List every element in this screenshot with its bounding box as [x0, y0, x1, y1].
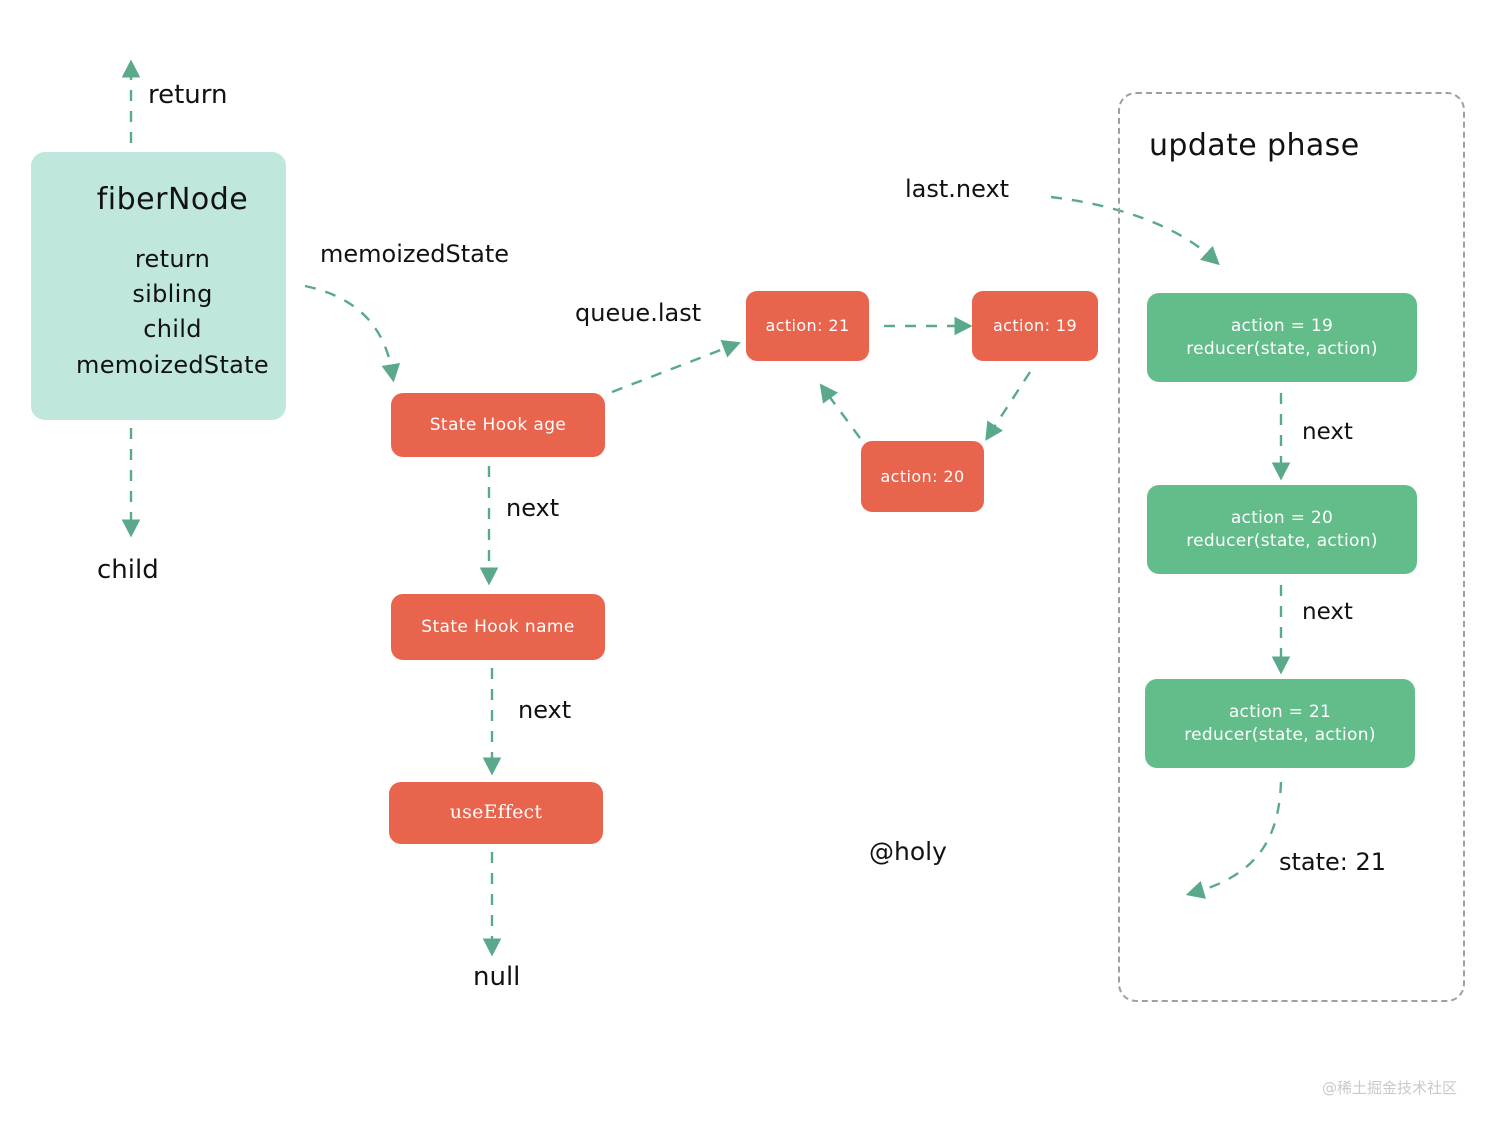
reducer-box-20: action = 20 reducer(state, action)	[1147, 485, 1417, 574]
update-phase-panel	[1118, 92, 1465, 1002]
watermark: @稀土掘金技术社区	[1322, 1079, 1458, 1097]
fiber-field-memoized-state: memoizedState	[76, 350, 269, 379]
reducer-box-19: action = 19 reducer(state, action)	[1147, 293, 1417, 382]
edge-label-child: child	[97, 555, 159, 585]
reducer-box-21-call: reducer(state, action)	[1184, 724, 1376, 745]
reducer-box-20-call: reducer(state, action)	[1186, 530, 1378, 551]
edge-label-next-age-name: next	[506, 494, 560, 522]
edge-action20-action21	[819, 383, 861, 439]
edge-label-green-next-1: next	[1302, 419, 1353, 445]
state-hook-name-box: State Hook name	[391, 594, 605, 660]
state-hook-age-box: State Hook age	[391, 393, 605, 457]
edge-label-queue-last: queue.last	[575, 299, 702, 327]
edge-action19-action20	[985, 371, 1032, 441]
edge-label-return: return	[148, 80, 228, 110]
null-terminator-label: null	[473, 962, 521, 992]
reducer-box-20-action: action = 20	[1230, 507, 1334, 528]
use-effect-box: useEffect	[389, 782, 603, 844]
action-19-box: action: 19	[972, 291, 1098, 361]
edge-memoized-state	[304, 284, 401, 383]
fiber-field-child: child	[143, 315, 202, 344]
state-result-label: state: 21	[1279, 848, 1387, 876]
author-tag: @holy	[869, 837, 947, 866]
fiber-node-card: fiberNode return sibling child memoizedS…	[31, 152, 286, 420]
action-21-box: action: 21	[746, 291, 869, 361]
reducer-box-19-action: action = 19	[1230, 315, 1334, 336]
action-20-box: action: 20	[861, 441, 984, 512]
update-phase-title: update phase	[1149, 128, 1360, 163]
edge-queue-last	[611, 340, 741, 394]
fiber-field-return: return	[134, 244, 211, 273]
edge-label-green-next-2: next	[1302, 599, 1353, 625]
edge-label-memoized-state: memoizedState	[320, 240, 509, 268]
edge-label-last-next: last.next	[905, 175, 1010, 203]
fiber-field-sibling: sibling	[132, 279, 213, 308]
reducer-box-21-action: action = 21	[1228, 701, 1332, 722]
reducer-box-21: action = 21 reducer(state, action)	[1145, 679, 1415, 768]
fiber-node-title: fiberNode	[96, 182, 249, 217]
edge-label-next-name-effect: next	[518, 696, 572, 724]
reducer-box-19-call: reducer(state, action)	[1186, 338, 1378, 359]
